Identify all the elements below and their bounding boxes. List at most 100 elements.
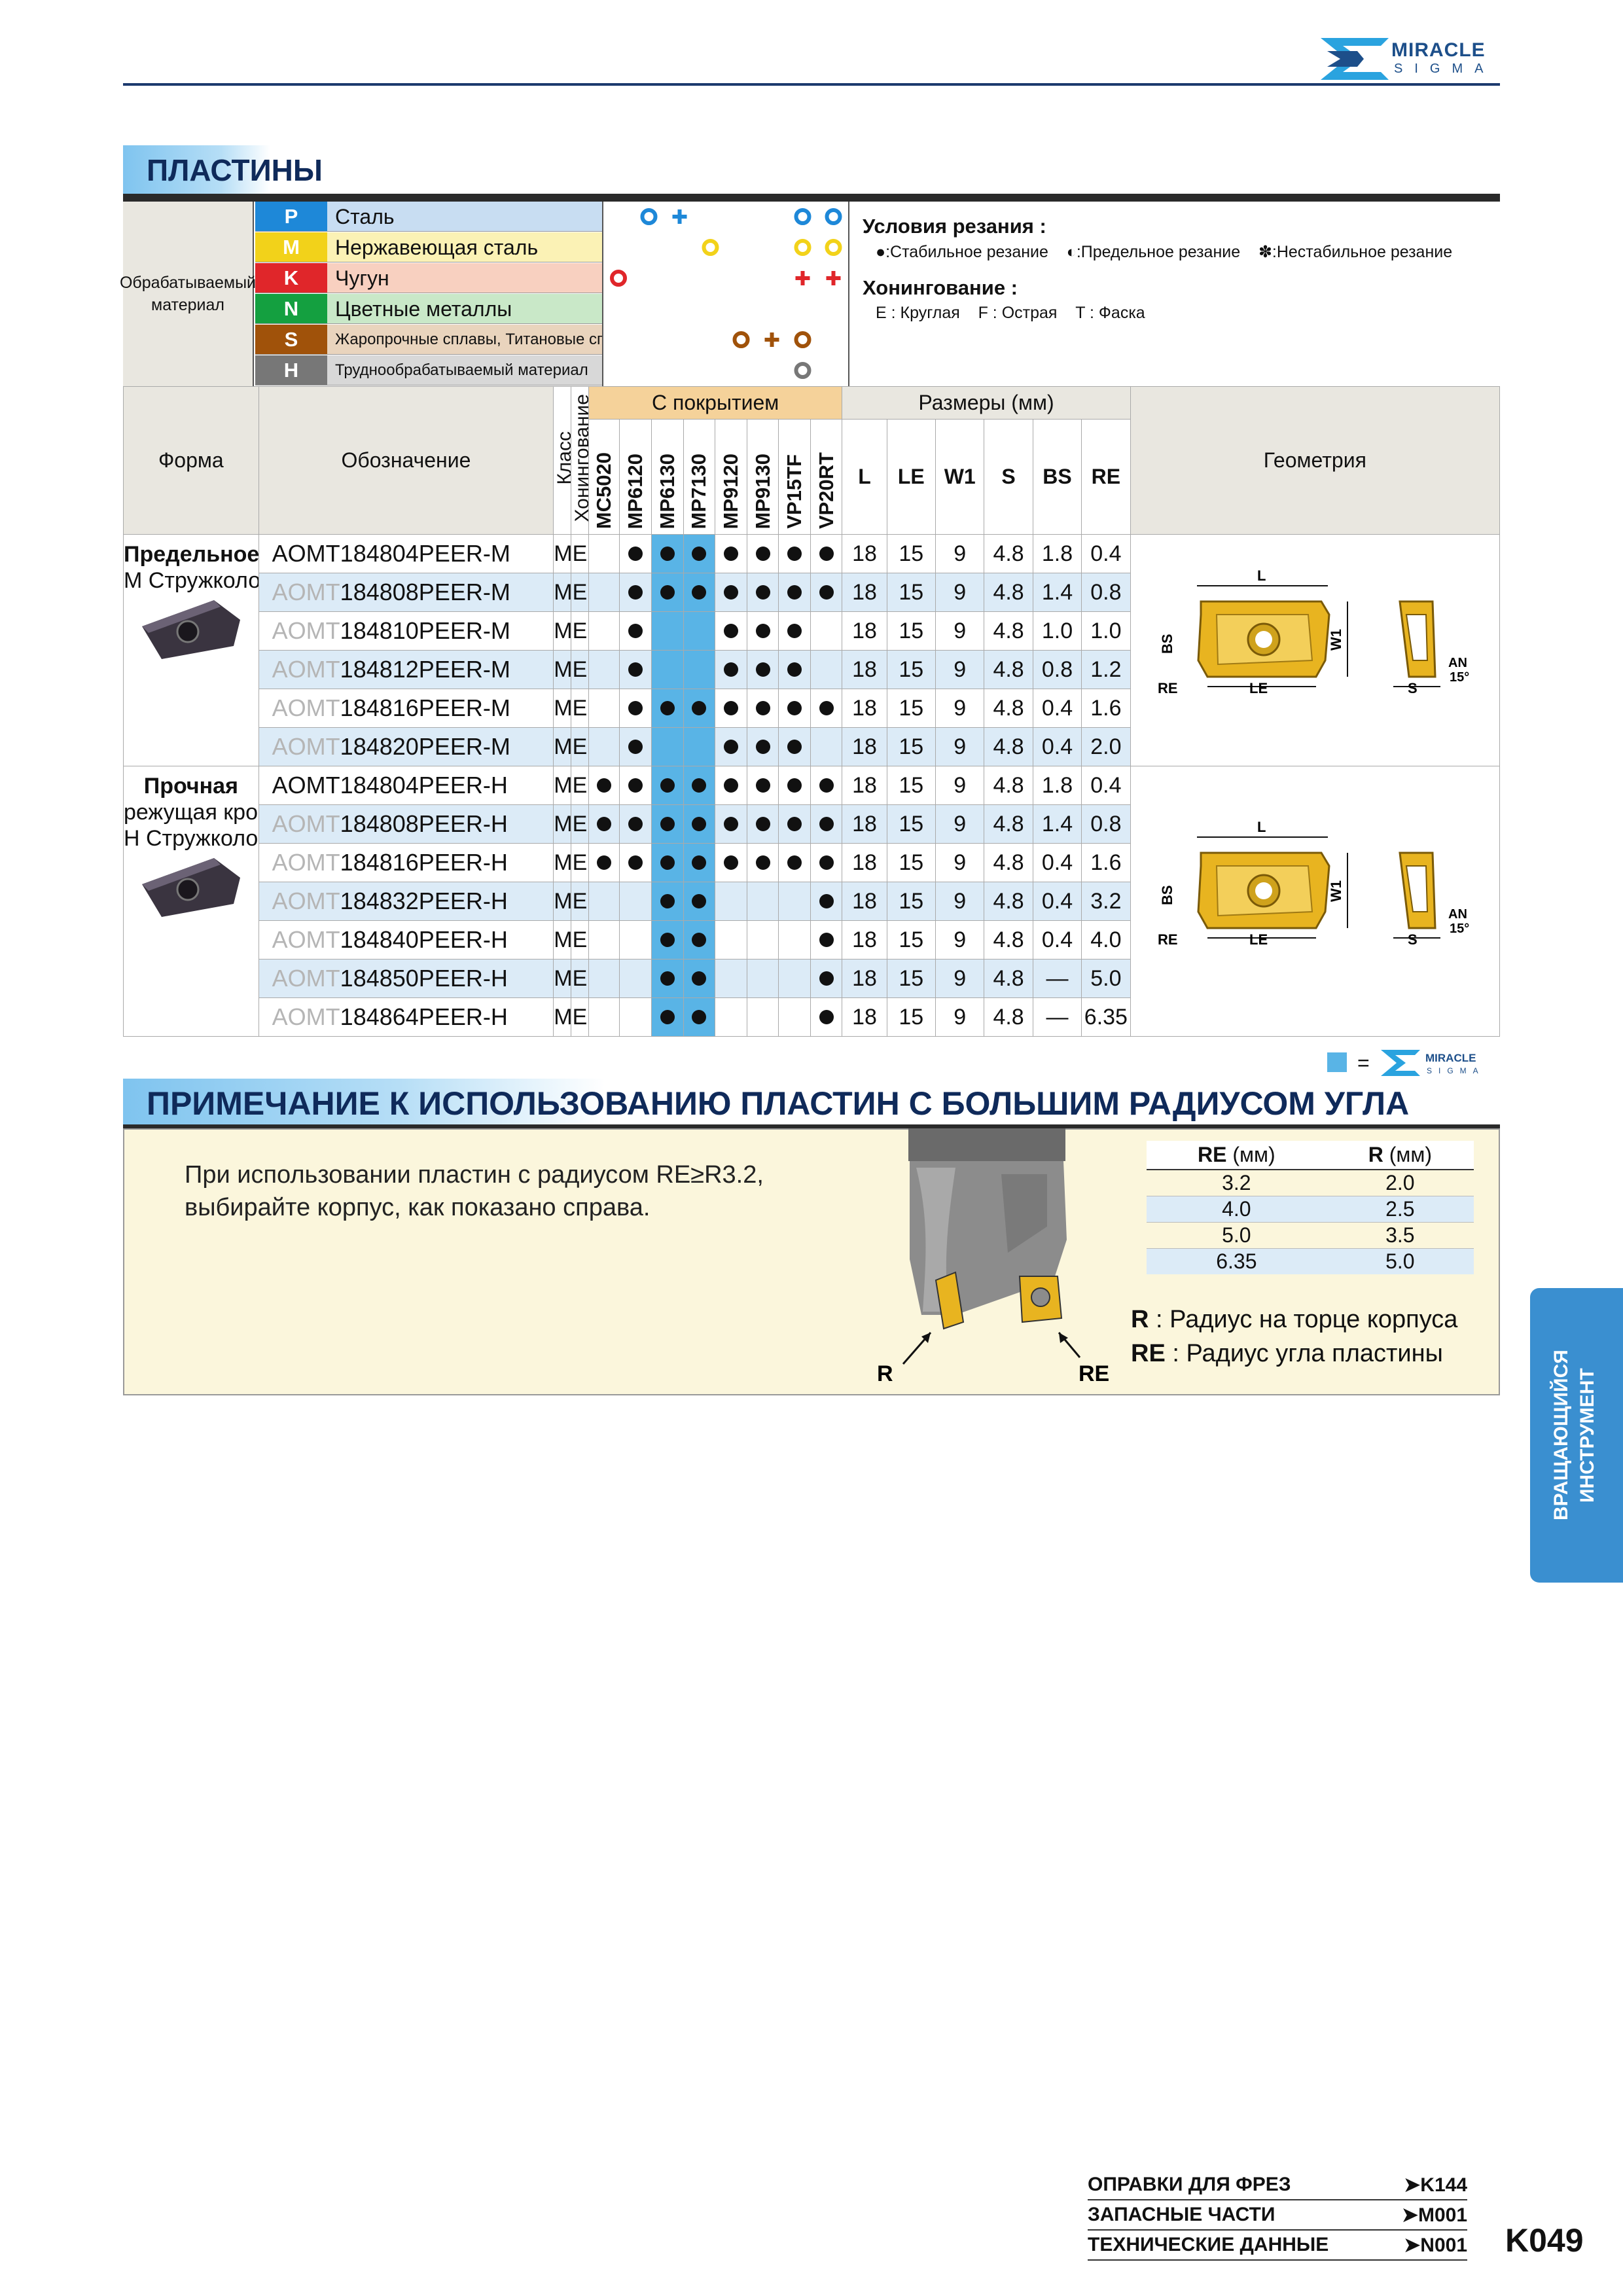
grade-cell [683, 573, 716, 612]
grade-cell [683, 997, 716, 1037]
dim-cell-le: 15 [886, 804, 936, 844]
material-code: S [255, 325, 327, 354]
dim-cell-re: 0.4 [1081, 766, 1131, 805]
arrow-right-icon: ➤ [1404, 2174, 1421, 2196]
stable-dot-icon [628, 778, 643, 793]
stable-dot-icon [723, 778, 738, 793]
stable-dot-icon [660, 932, 675, 947]
grade-cell [810, 997, 843, 1037]
grade-cell [651, 882, 684, 921]
designation-cell: AOMT184812PEER-M [258, 650, 554, 689]
grade-cell [588, 804, 620, 844]
dim-cell-w1: 9 [935, 997, 985, 1037]
ref-link[interactable]: ОПРАВКИ ДЛЯ ФРЕЗ➤K144 [1088, 2170, 1467, 2200]
honing-cell: E [571, 611, 589, 651]
designation-cell: AOMT184840PEER-H [258, 920, 554, 960]
condition-limit: ◐:Предельное резание [1066, 243, 1241, 261]
dim-header: LE [886, 419, 936, 535]
grade-cell [683, 766, 716, 805]
grade-cell [810, 920, 843, 960]
stable-dot-icon [755, 739, 770, 754]
stable-dot-icon [755, 584, 770, 600]
dim-cell-bs: 0.4 [1032, 920, 1082, 960]
dim-cell-l: 18 [842, 573, 887, 612]
stable-dot-icon [787, 623, 802, 638]
grade-cell [651, 534, 684, 573]
dim-cell-re: 0.8 [1081, 573, 1131, 612]
material-name: Жаропрочные сплавы, Титановые сплавы [327, 325, 602, 354]
fig-label-r: R [877, 1361, 893, 1386]
limit-condition-icon [610, 270, 627, 287]
stable-dot-icon [723, 739, 738, 754]
limit-condition-icon [640, 208, 658, 225]
stable-dot-icon [660, 816, 675, 831]
ref-link[interactable]: ЗАПАСНЫЕ ЧАСТИ➤M001 [1088, 2200, 1467, 2231]
material-name: Цветные металлы [327, 294, 602, 323]
class-cell: M [553, 804, 572, 844]
dim-cell-l: 18 [842, 727, 887, 766]
stable-dot-icon [660, 971, 675, 986]
material-name: Труднообрабатываемый материал [327, 355, 602, 385]
side-tab[interactable]: ВРАЩАЮЩИЙСЯ ИНСТРУМЕНТ [1530, 1288, 1623, 1583]
grade-cell [588, 997, 620, 1037]
stable-dot-icon [597, 816, 612, 831]
grade-cell [715, 766, 747, 805]
grade-cell [588, 766, 620, 805]
stable-dot-icon [628, 816, 643, 831]
insert-photo-icon [141, 600, 240, 659]
dim-header: L [842, 419, 887, 535]
stable-dot-icon [755, 778, 770, 793]
grade-cell [651, 804, 684, 844]
dim-cell-l: 18 [842, 689, 887, 728]
form-line: M Стружколом [124, 568, 258, 593]
honing-cell: E [571, 804, 589, 844]
grade-cell [778, 843, 811, 882]
stable-dot-icon [787, 739, 802, 754]
highlight-legend-eq: = [1357, 1051, 1370, 1075]
section-title-large-radius: ПРИМЕЧАНИЕ К ИСПОЛЬЗОВАНИЮ ПЛАСТИН С БОЛ… [123, 1079, 1500, 1128]
dim-cell-w1: 9 [935, 804, 985, 844]
grade-cell [588, 727, 620, 766]
stable-dot-icon [787, 816, 802, 831]
dim-cell-w1: 9 [935, 882, 985, 921]
grade-cell [588, 573, 620, 612]
honing-cell: E [571, 920, 589, 960]
dim-cell-w1: 9 [935, 650, 985, 689]
grade-cell [778, 920, 811, 960]
grade-cell [715, 920, 747, 960]
conditions-title: Условия резания : [863, 215, 1046, 238]
grade-cell [619, 650, 652, 689]
dim-cell-re: 6.35 [1081, 997, 1131, 1037]
dim-cell-bs: 0.4 [1032, 843, 1082, 882]
limit-condition-icon [825, 239, 842, 256]
dim-cell-re: 0.4 [1081, 534, 1131, 573]
dim-cell-l: 18 [842, 766, 887, 805]
dim-cell-w1: 9 [935, 727, 985, 766]
grade-header: MP9120 [719, 453, 742, 529]
stable-dot-icon [755, 662, 770, 677]
col-geometry: Геометрия [1130, 386, 1501, 535]
grade-cell [778, 997, 811, 1037]
dim-cell-re: 3.2 [1081, 882, 1131, 921]
dim-cell-re: 1.6 [1081, 843, 1131, 882]
limit-condition-icon [794, 362, 812, 379]
grade-cell [778, 650, 811, 689]
stable-dot-icon [819, 1009, 834, 1024]
honing-cell: E [571, 959, 589, 998]
dim-cell-l: 18 [842, 920, 887, 960]
grade-cell [810, 959, 843, 998]
material-name: Чугун [327, 263, 602, 293]
dim-header: S [984, 419, 1033, 535]
stable-dot-icon [597, 855, 612, 870]
stable-dot-icon [787, 855, 802, 870]
side-tab-label: ВРАЩАЮЩИЙСЯ ИНСТРУМЕНТ [1550, 1350, 1598, 1521]
grade-cell [588, 843, 620, 882]
grade-cell [651, 573, 684, 612]
honing-cell: E [571, 534, 589, 573]
ref-link[interactable]: ТЕХНИЧЕСКИЕ ДАННЫЕ➤N001 [1088, 2231, 1467, 2261]
stable-dot-icon [628, 855, 643, 870]
condition-stable: ●:Стабильное резание [876, 243, 1048, 261]
